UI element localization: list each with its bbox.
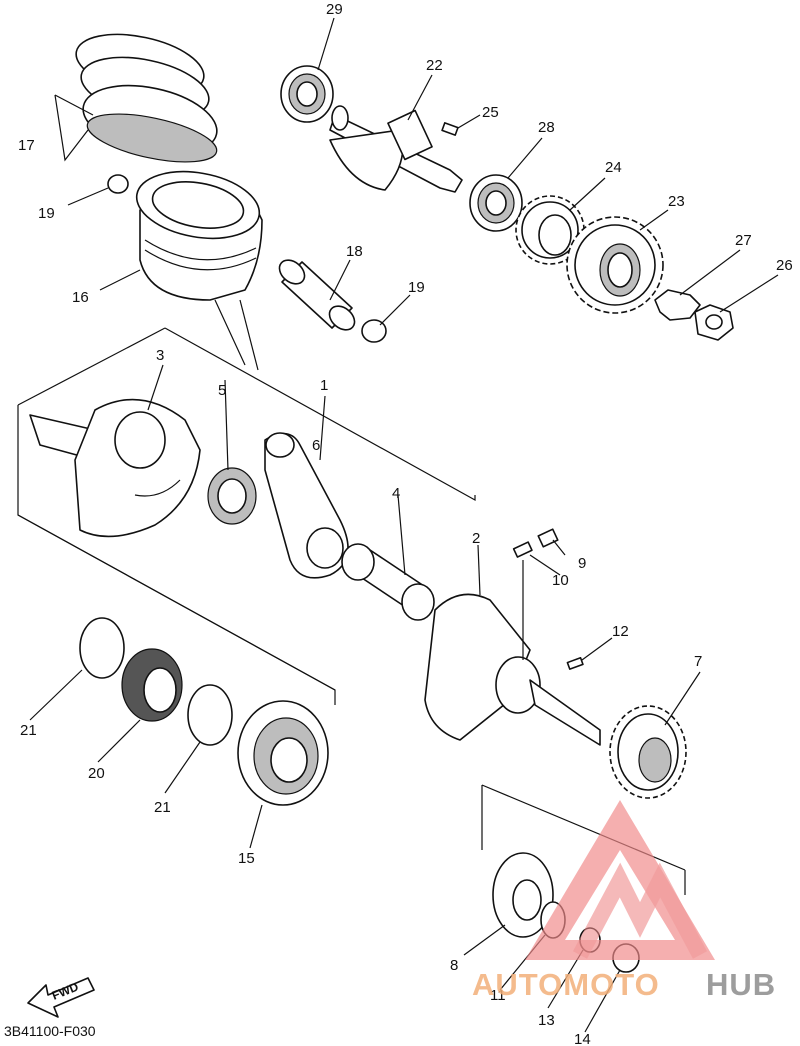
callout-21b: 21 — [154, 799, 171, 816]
callout-labels: 29 22 25 28 24 23 27 26 17 19 18 19 16 3… — [18, 1, 793, 1046]
callout-15: 15 — [238, 850, 255, 867]
piston-rings — [75, 33, 218, 163]
callout-29: 29 — [326, 1, 343, 18]
crankshaft-right — [424, 593, 601, 746]
gear — [566, 216, 664, 314]
crank-group-outline — [17, 514, 336, 691]
balancer-shaft — [329, 105, 463, 193]
callout-6: 6 — [312, 437, 320, 454]
circlip — [107, 174, 129, 194]
callout-3: 3 — [156, 347, 164, 364]
callout-7: 7 — [694, 653, 702, 670]
automotohub-watermark: AUTOMOTO HUB — [472, 800, 776, 1002]
callout-13: 13 — [538, 1012, 555, 1029]
callout-26: 26 — [776, 257, 793, 274]
bearing — [280, 65, 334, 123]
callout-18: 18 — [346, 243, 363, 260]
leader-lines — [29, 17, 779, 1033]
callout-22: 22 — [426, 57, 443, 74]
callout-27: 27 — [735, 232, 752, 249]
callout-24: 24 — [605, 159, 622, 176]
callout-11: 11 — [490, 987, 506, 1004]
callout-14: 14 — [574, 1031, 591, 1046]
callout-2: 2 — [472, 530, 480, 547]
plate — [492, 852, 554, 938]
gear — [609, 705, 687, 799]
key — [441, 122, 459, 136]
key — [566, 656, 584, 670]
callout-4: 4 — [392, 485, 400, 502]
crankshaft-left — [29, 398, 201, 538]
callout-23: 23 — [668, 193, 685, 210]
callout-5: 5 — [218, 382, 226, 399]
crank-group-outline — [17, 327, 166, 406]
callout-21: 21 — [20, 722, 37, 739]
crank-pin — [341, 543, 435, 621]
callout-19: 19 — [38, 205, 55, 222]
circlip — [79, 617, 125, 679]
nut — [694, 304, 734, 341]
callout-28: 28 — [538, 119, 555, 136]
callout-16: 16 — [72, 289, 89, 306]
callout-10: 10 — [552, 572, 569, 589]
plunger — [512, 541, 533, 558]
callout-8: 8 — [450, 957, 458, 974]
bearing — [237, 700, 329, 806]
piston — [135, 170, 263, 301]
callout-25: 25 — [482, 104, 499, 121]
callout-20: 20 — [88, 765, 105, 782]
circlip — [187, 684, 233, 746]
callout-17: 17 — [18, 137, 35, 154]
bearing — [121, 648, 183, 722]
connecting-rod — [264, 432, 349, 579]
watermark-text-automoto: AUTOMOTO — [472, 967, 660, 1002]
callout-19b: 19 — [408, 279, 425, 296]
watermark-text-hub: HUB — [706, 967, 776, 1002]
callout-9: 9 — [578, 555, 586, 572]
watermark-m-shape — [572, 862, 708, 959]
circlip — [361, 319, 387, 343]
callout-12: 12 — [612, 623, 629, 640]
drawing-code: 3B41100-F030 — [4, 1023, 96, 1039]
spring — [537, 528, 559, 548]
watermark-triangle-logo — [525, 800, 715, 960]
lock-washer — [654, 289, 701, 321]
callout-1: 1 — [320, 377, 328, 394]
piston-pin — [278, 259, 356, 331]
bearing — [469, 174, 523, 232]
needle-bearing — [207, 467, 257, 525]
forward-arrow: FWD — [27, 977, 95, 1018]
